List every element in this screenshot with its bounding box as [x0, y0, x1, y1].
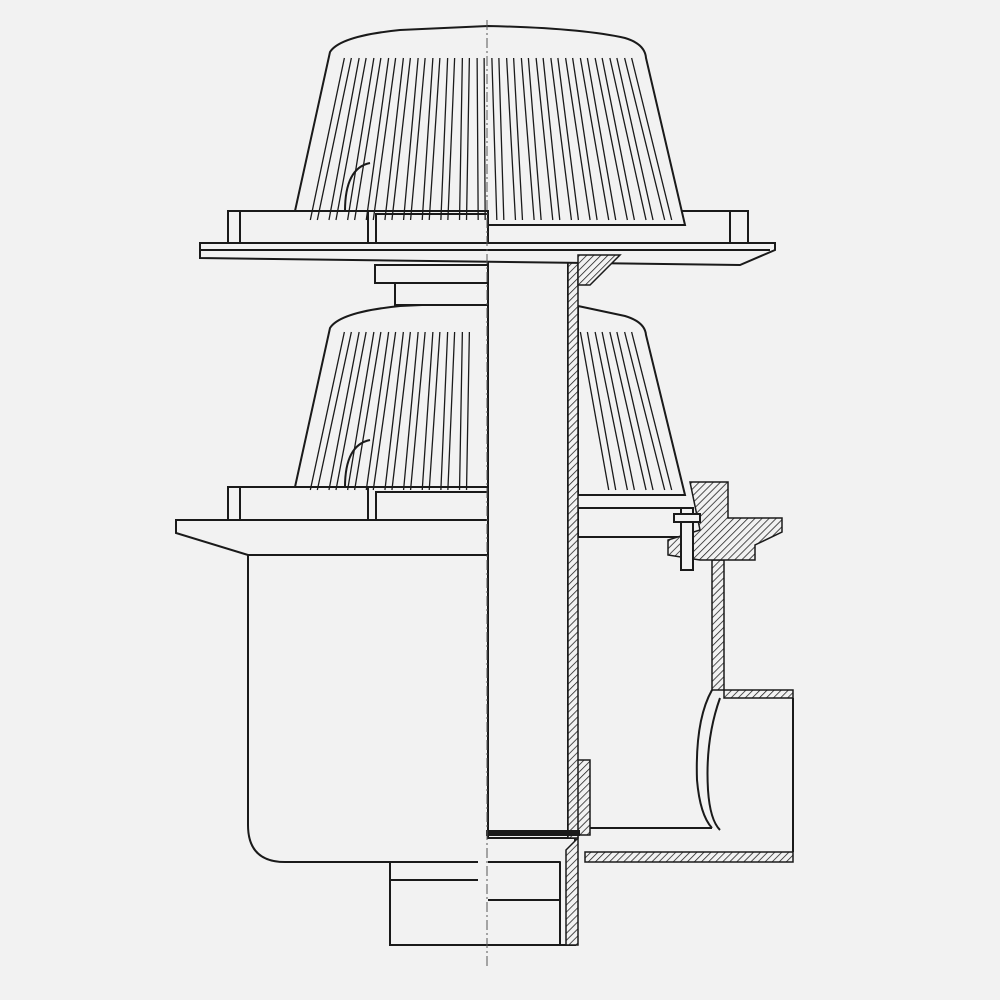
strainer-rib [346, 57, 382, 221]
strainer-rib [402, 331, 426, 491]
strainer-rib [309, 57, 353, 221]
lower-dome-strainer [293, 300, 687, 496]
strainer-rib [440, 331, 456, 491]
strainer-rib [346, 331, 382, 491]
bottom-outlet [488, 836, 579, 946]
strainer-rib [458, 331, 471, 491]
strainer-rib [623, 57, 673, 221]
strainer-rib [402, 57, 426, 221]
strainer-rib [328, 331, 367, 491]
strainer-rib [579, 57, 617, 221]
strainer-rib [550, 57, 580, 221]
side-outlet [571, 559, 794, 863]
strainer-rib [594, 57, 636, 221]
clamp-bolt [673, 507, 701, 571]
strainer-rib [609, 57, 654, 221]
drain-body [247, 555, 488, 946]
extension-pipe [486, 254, 580, 839]
strainer-rib [384, 57, 412, 221]
strainer-rib [440, 57, 456, 221]
strainer-rib [491, 57, 505, 221]
strainer-rib [564, 57, 598, 221]
strainer-rib [609, 331, 654, 491]
strainer-rib [520, 57, 542, 221]
strainer-rib [535, 57, 561, 221]
strainer-rib [623, 331, 673, 491]
strainer-rib [594, 331, 636, 491]
strainer-rib [365, 331, 397, 491]
strainer-rib [309, 331, 353, 491]
strainer-rib [384, 331, 412, 491]
strainer-rib [365, 57, 397, 221]
strainer-rib [421, 331, 441, 491]
strainer-rib [458, 57, 471, 221]
strainer-rib [579, 331, 617, 491]
upper-dome-strainer [293, 24, 687, 226]
strainer-rib [505, 57, 524, 221]
strainer-rib [476, 57, 486, 221]
strainer-rib [421, 57, 441, 221]
strainer-rib [328, 57, 367, 221]
